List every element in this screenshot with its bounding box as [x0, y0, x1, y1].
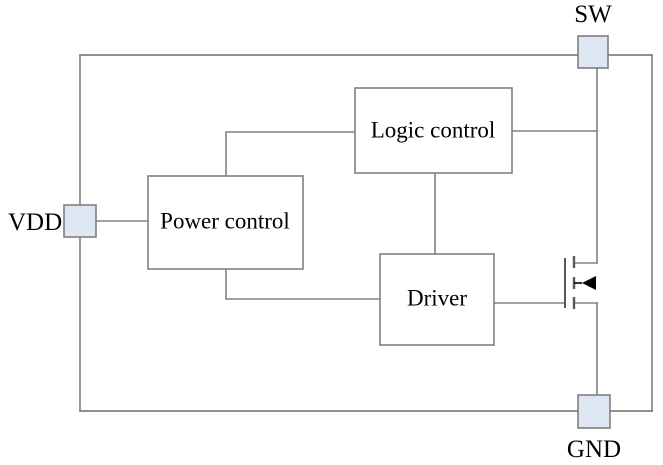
block-driver[interactable]: Driver [379, 253, 495, 346]
pad-sw-label: SW [574, 1, 612, 28]
pad-sw[interactable]: SW [574, 1, 612, 69]
pad-vdd-label: VDD [8, 209, 62, 236]
pad-layer: VDD SW GND [8, 1, 621, 463]
block-power-control-label: Power control [160, 208, 290, 233]
pad-vdd-square[interactable] [63, 204, 97, 238]
net-power-control-to-driver [225, 268, 381, 300]
block-logic-control[interactable]: Logic control [354, 87, 513, 174]
block-power-control-box[interactable] [147, 175, 304, 270]
block-logic-control-box[interactable] [354, 87, 513, 174]
block-driver-box[interactable] [379, 253, 495, 346]
pad-gnd[interactable]: GND [567, 394, 621, 463]
block-driver-label: Driver [407, 285, 467, 310]
pad-vdd[interactable]: VDD [8, 204, 97, 238]
pad-sw-square[interactable] [577, 35, 609, 69]
block-layer: Logic control Power control Driver [147, 87, 513, 346]
block-power-control[interactable]: Power control [147, 175, 304, 270]
pad-gnd-square[interactable] [577, 394, 611, 429]
net-power-control-to-logic-control [225, 131, 356, 177]
block-logic-control-label: Logic control [371, 117, 496, 142]
mosfet-body-arrow-icon [582, 276, 596, 290]
power-mosfet-symbol [564, 256, 596, 309]
pad-gnd-label: GND [567, 436, 621, 463]
wire-layer [79, 54, 653, 412]
